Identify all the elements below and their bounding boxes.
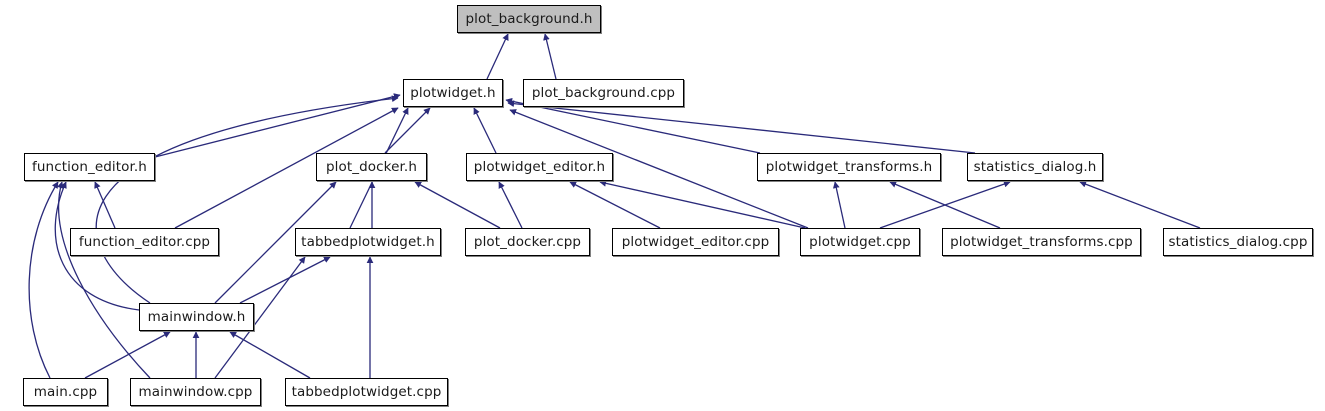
node-label: main.cpp — [33, 384, 98, 400]
node-label: function_editor.cpp — [78, 234, 211, 250]
edge-plotwidget_editor_h-to-plotwidget_h — [473, 107, 497, 154]
node-statistics_dialog_h[interactable]: statistics_dialog.h — [967, 153, 1103, 181]
node-statistics_dialog_cpp[interactable]: statistics_dialog.cpp — [1163, 228, 1313, 256]
node-tabbedplotwidget_cpp[interactable]: tabbedplotwidget.cpp — [285, 378, 448, 406]
node-plotwidget_editor_cpp[interactable]: plotwidget_editor.cpp — [612, 228, 779, 256]
edge-function_editor_cpp-to-plotwidget_h — [174, 107, 399, 229]
node-label: plotwidget.cpp — [809, 234, 911, 250]
node-label: plot_background.cpp — [531, 85, 676, 101]
edge-plotwidget_cpp-to-plotwidget_transforms_h — [832, 181, 846, 229]
node-tabbedplotwidget_h[interactable]: tabbedplotwidget.h — [295, 228, 441, 256]
edge-plotwidget_cpp-to-plotwidget_h — [509, 109, 809, 229]
node-label: mainwindow.cpp — [138, 384, 253, 400]
edge-plot_docker_cpp-to-plotwidget_editor_h — [498, 181, 523, 229]
node-plot_docker_h[interactable]: plot_docker.h — [316, 153, 427, 181]
node-label: plot_docker.cpp — [473, 234, 582, 250]
edge-plotwidget_editor_cpp-to-plotwidget_editor_h — [569, 181, 661, 229]
edge-main_cpp-to-function_editor_h — [28, 181, 59, 379]
node-mainwindow_h[interactable]: mainwindow.h — [139, 303, 254, 331]
edge-mainwindow_h-to-plot_docker_h — [214, 181, 337, 304]
node-function_editor_cpp[interactable]: function_editor.cpp — [70, 228, 219, 256]
edge-plotwidget_cpp-to-statistics_dialog_h — [879, 180, 1011, 229]
edge-statistics_dialog_h-to-plotwidget_h — [507, 100, 976, 154]
node-label: plotwidget_transforms.h — [765, 159, 933, 175]
node-plot_background_h[interactable]: plot_background.h — [457, 5, 601, 33]
node-label: plotwidget_editor.h — [473, 159, 606, 175]
edge-plot_docker_h-to-plotwidget_h — [384, 107, 431, 154]
edge-function_editor_cpp-to-function_editor_h — [94, 181, 116, 229]
edge-main_cpp-to-mainwindow_h — [84, 331, 171, 379]
node-label: plot_docker.h — [326, 159, 417, 175]
node-plot_docker_cpp[interactable]: plot_docker.cpp — [465, 228, 590, 256]
node-label: function_editor.h — [32, 159, 147, 175]
node-label: plot_background.h — [465, 11, 593, 27]
node-label: plotwidget_transforms.cpp — [950, 234, 1133, 250]
node-label: tabbedplotwidget.h — [301, 234, 435, 250]
edge-mainwindow_h-to-plotwidget_h — [95, 95, 399, 304]
node-label: statistics_dialog.cpp — [1168, 234, 1308, 250]
edge-function_editor_h-to-plotwidget_h — [154, 93, 401, 158]
edge-mainwindow_h-to-tabbedplotwidget_h — [239, 256, 331, 304]
edge-mainwindow_cpp-to-function_editor_h — [57, 181, 151, 379]
node-label: plotwidget.h — [410, 85, 496, 101]
edge-statistics_dialog_cpp-to-statistics_dialog_h — [1079, 181, 1201, 229]
node-label: mainwindow.h — [147, 309, 246, 325]
node-plot_background_cpp[interactable]: plot_background.cpp — [523, 79, 684, 107]
node-label: tabbedplotwidget.cpp — [291, 384, 442, 400]
edge-plotwidget_transforms_h-to-plotwidget_h — [505, 97, 761, 154]
node-function_editor_h[interactable]: function_editor.h — [24, 153, 155, 181]
node-main_cpp[interactable]: main.cpp — [23, 378, 108, 406]
node-plotwidget_h[interactable]: plotwidget.h — [403, 79, 503, 107]
edge-plot_docker_cpp-to-plot_docker_h — [414, 181, 501, 229]
node-mainwindow_cpp[interactable]: mainwindow.cpp — [130, 378, 261, 406]
node-label: plotwidget_editor.cpp — [621, 234, 770, 250]
node-plotwidget_transforms_h[interactable]: plotwidget_transforms.h — [757, 153, 941, 181]
edge-plot_background_cpp-to-plot_background_h — [543, 33, 557, 80]
edge-plotwidget_cpp-to-plotwidget_editor_h — [599, 180, 806, 229]
node-plotwidget_cpp[interactable]: plotwidget.cpp — [800, 228, 920, 256]
node-plotwidget_editor_h[interactable]: plotwidget_editor.h — [466, 153, 613, 181]
edge-tabbedplotwidget_cpp-to-mainwindow_h — [229, 331, 311, 379]
edge-plotwidget_h-to-plot_background_h — [486, 33, 509, 80]
node-plotwidget_transforms_cpp[interactable]: plotwidget_transforms.cpp — [942, 228, 1141, 256]
node-label: statistics_dialog.h — [973, 159, 1097, 175]
